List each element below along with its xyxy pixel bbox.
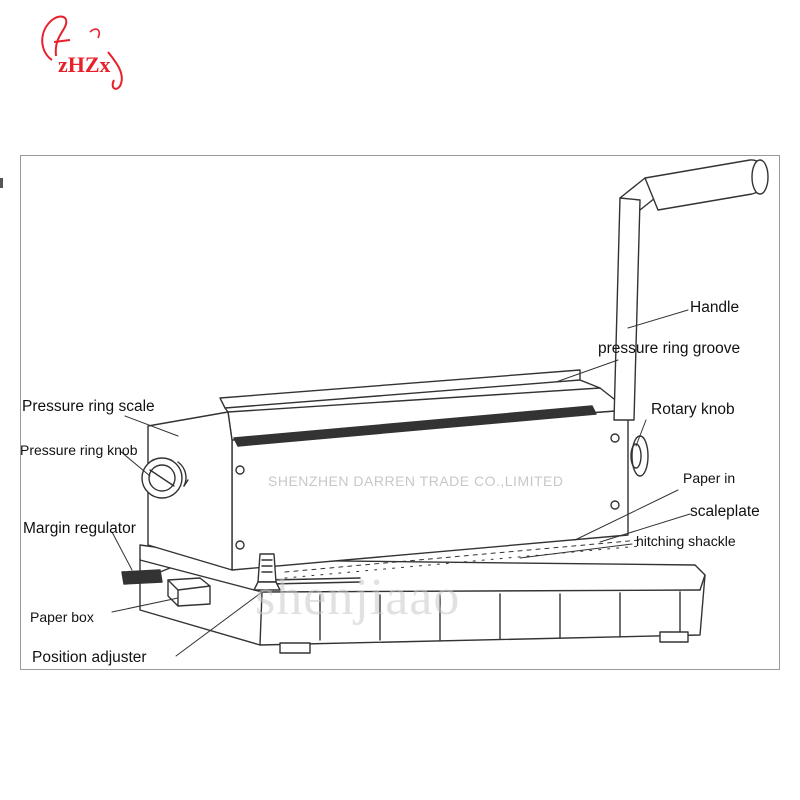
label-rotary-knob: Rotary knob (651, 401, 735, 418)
edge-marker (0, 178, 3, 188)
scaleplate-marks (284, 539, 641, 579)
machine-body (147, 387, 629, 571)
label-pressure-ring-groove: pressure ring groove (598, 340, 741, 357)
leader-lines (111, 309, 691, 657)
pressure-ring-knob (141, 457, 189, 499)
diagram-frame (20, 155, 780, 670)
position-adjuster (253, 553, 281, 591)
store-watermark: shenjiaao (255, 569, 461, 626)
label-scaleplate: scaleplate (690, 503, 760, 520)
label-handle: Handle (690, 299, 740, 316)
label-pressure-ring-knob: Pressure ring knob (20, 442, 138, 458)
company-watermark: SHENZHEN DARREN TRADE CO.,LIMITED (268, 473, 564, 489)
label-hitching-shackle: hitching shackle (636, 533, 736, 549)
margin-regulator (121, 567, 171, 585)
label-position-adjuster: Position adjuster (32, 649, 147, 666)
base-plate (139, 544, 706, 654)
logo-text: zHZx (58, 52, 111, 77)
rotary-knob (630, 435, 649, 477)
label-pressure-ring-scale: Pressure ring scale (22, 398, 155, 415)
paper-box (167, 577, 211, 607)
label-margin-regulator: Margin regulator (23, 520, 136, 537)
label-paper-box: Paper box (30, 609, 94, 625)
handle (613, 159, 769, 421)
label-paper-in: Paper in (683, 470, 736, 486)
pressure-ring-groove-plate (219, 369, 601, 413)
brand-logo: zHZx (41, 15, 123, 90)
